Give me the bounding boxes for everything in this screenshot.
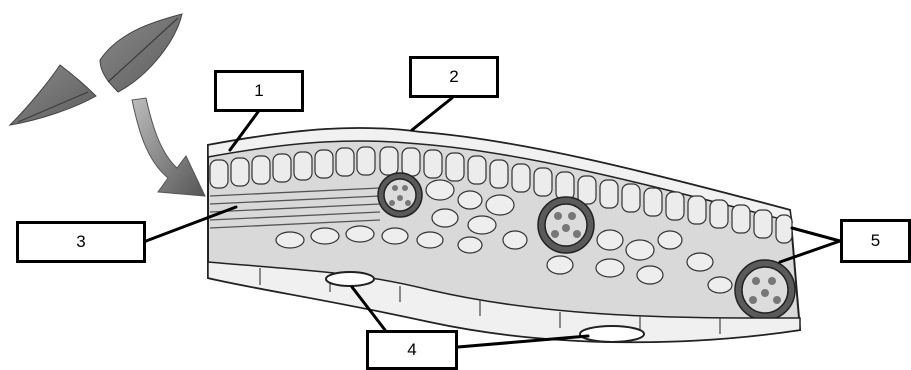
label-box-4: 4 xyxy=(366,330,458,370)
tissue-block xyxy=(208,128,800,342)
label-text-3: 3 xyxy=(76,232,85,252)
label-text-4: 4 xyxy=(407,340,416,360)
curved-arrow-icon xyxy=(132,98,205,196)
leaf-icon xyxy=(10,14,182,125)
label-box-3: 3 xyxy=(16,221,146,263)
leader-line-5a xyxy=(792,228,840,241)
label-box-2: 2 xyxy=(409,56,499,98)
label-text-2: 2 xyxy=(449,67,458,87)
label-box-1: 1 xyxy=(214,70,304,112)
label-text-5: 5 xyxy=(871,231,880,251)
label-text-1: 1 xyxy=(254,81,263,101)
leader-line-2 xyxy=(412,98,452,130)
label-box-5: 5 xyxy=(840,219,911,263)
